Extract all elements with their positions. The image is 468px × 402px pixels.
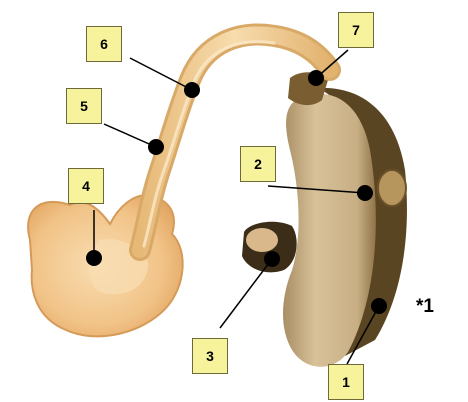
program-button	[378, 170, 406, 206]
label-6: 6	[86, 26, 122, 62]
marker-2	[357, 185, 373, 201]
label-5: 5	[66, 88, 102, 124]
footnote-marker: *1	[416, 296, 434, 318]
label-1: 1	[328, 364, 364, 400]
marker-7	[308, 70, 324, 86]
label-2: 2	[240, 146, 276, 182]
label-7: 7	[338, 12, 374, 48]
marker-1	[371, 298, 387, 314]
marker-4	[86, 250, 102, 266]
marker-5	[148, 139, 164, 155]
label-4: 4	[68, 168, 104, 204]
marker-6	[184, 82, 200, 98]
label-3: 3	[192, 338, 228, 374]
marker-3	[264, 251, 280, 267]
